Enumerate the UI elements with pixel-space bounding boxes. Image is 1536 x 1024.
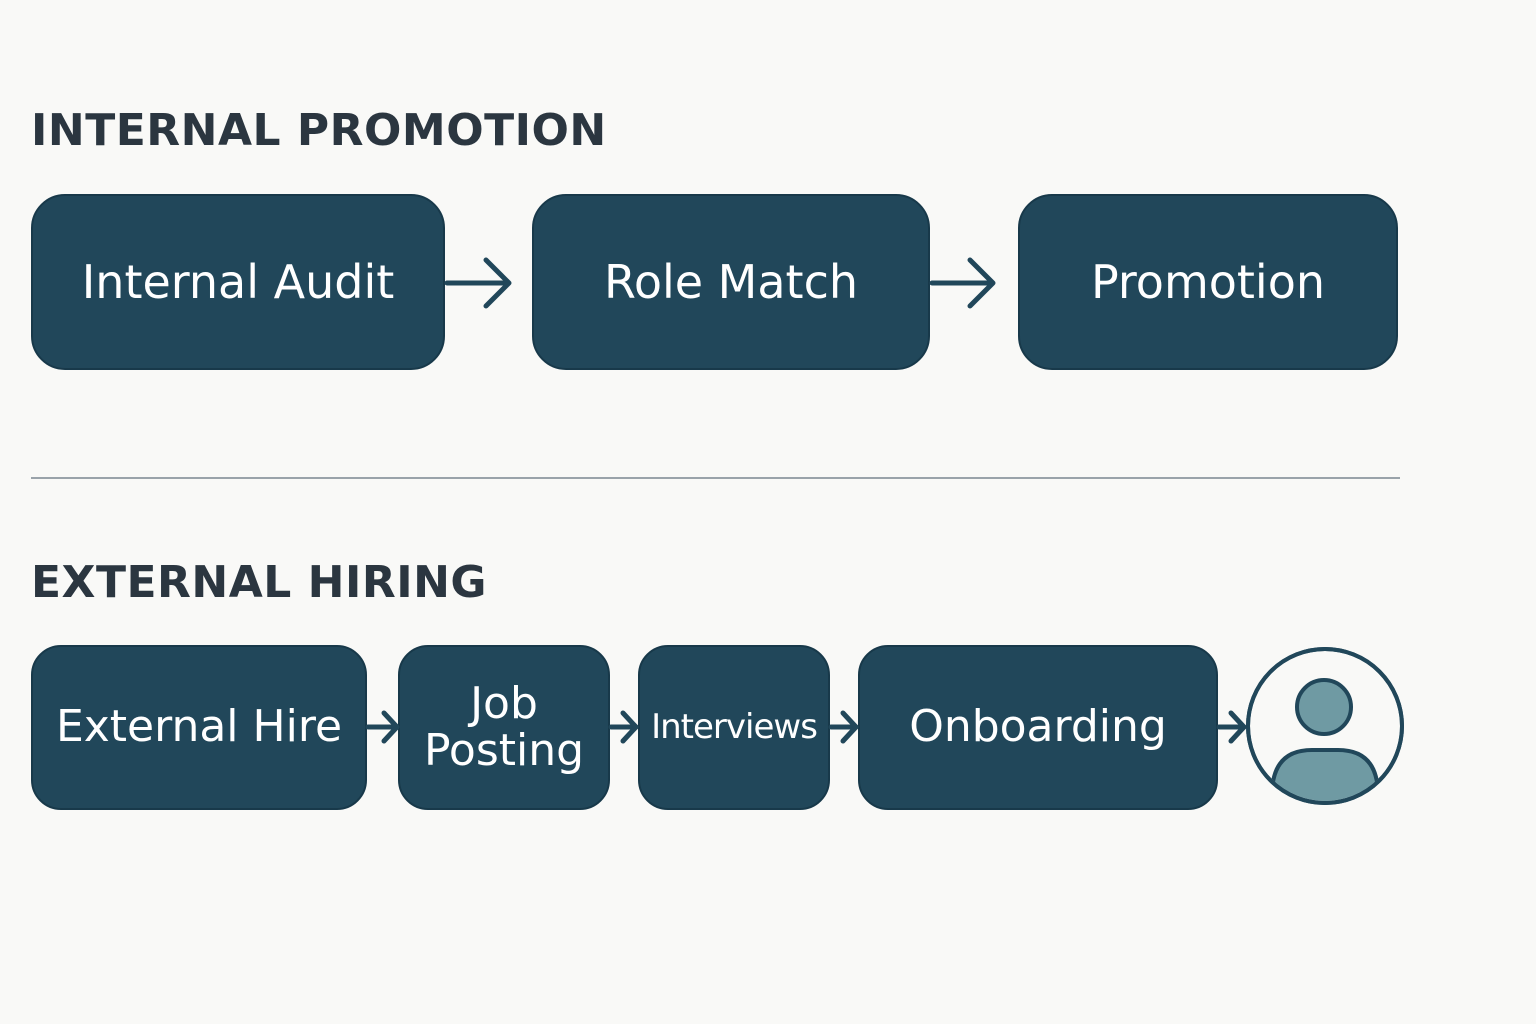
arrow-role-match-to-promotion bbox=[929, 257, 996, 309]
step-job-posting-label-line-1: Job bbox=[470, 678, 538, 730]
step-onboarding: Onboarding bbox=[858, 645, 1218, 810]
arrow-onboarding-to-candidate bbox=[1216, 710, 1247, 744]
step-promotion-label: Promotion bbox=[1090, 254, 1326, 309]
arrow-interviews-to-onboarding bbox=[828, 710, 859, 744]
person-icon bbox=[1246, 647, 1404, 805]
arrow-external-hire-to-job-posting bbox=[365, 710, 400, 744]
arrow-internal-audit-to-role-match bbox=[444, 257, 512, 309]
step-onboarding-label: Onboarding bbox=[909, 701, 1167, 753]
step-job-posting-label-line-2: Posting bbox=[423, 724, 585, 776]
step-interviews-label: Interviews bbox=[651, 706, 818, 747]
step-internal-audit-label: Internal Audit bbox=[81, 254, 395, 309]
arrow-job-posting-to-interviews bbox=[608, 710, 639, 744]
step-external-hire-label: External Hire bbox=[55, 701, 343, 753]
step-job-posting: Job Posting bbox=[398, 645, 610, 810]
step-promotion: Promotion bbox=[1018, 194, 1398, 370]
external-hiring-title: EXTERNAL HIRING bbox=[31, 557, 488, 608]
internal-promotion-title: INTERNAL PROMOTION bbox=[31, 105, 607, 156]
step-interviews: Interviews bbox=[638, 645, 830, 810]
step-role-match: Role Match bbox=[532, 194, 930, 370]
step-external-hire: External Hire bbox=[31, 645, 367, 810]
step-role-match-label: Role Match bbox=[603, 254, 859, 309]
section-divider bbox=[31, 477, 1400, 479]
step-internal-audit: Internal Audit bbox=[31, 194, 445, 370]
